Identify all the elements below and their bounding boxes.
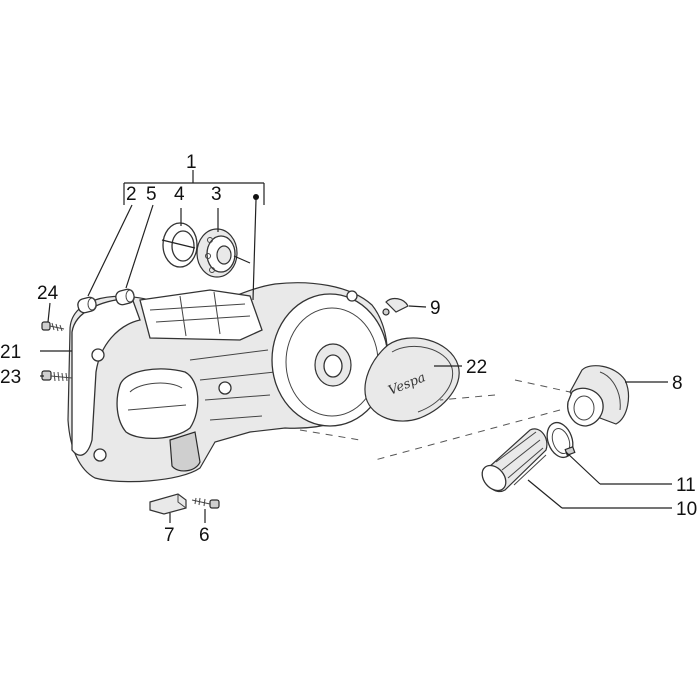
seal-ring-part-4: [162, 222, 198, 268]
screw-part-23: [41, 370, 73, 382]
hose-clamp-part-11: [546, 421, 576, 459]
callout-24: 24: [37, 283, 59, 304]
bushing-part-2: [77, 296, 97, 314]
callout-7: 7: [164, 525, 175, 546]
callout-1: 1: [186, 152, 197, 173]
callout-11: 11: [676, 475, 696, 496]
bellows-hose-part-10: [481, 428, 548, 493]
callout-labels: 1 2 5 4 3 24 21 23 9 22 8 11 10 7 6: [0, 152, 697, 546]
assembly-1-bracket: [123, 170, 265, 205]
callout-4: 4: [174, 184, 185, 205]
clip-part-9: [382, 297, 409, 316]
assembly-bullet-dot: [253, 194, 259, 200]
bracket-part-7: [149, 493, 187, 515]
callout-23: 23: [0, 367, 21, 388]
transmission-cover: [67, 282, 389, 483]
callout-10: 10: [676, 499, 697, 520]
screw-part-24: [41, 321, 65, 332]
callout-2: 2: [126, 184, 137, 205]
air-duct-part-8: [567, 365, 629, 427]
callout-5: 5: [146, 184, 157, 205]
callout-3: 3: [211, 184, 222, 205]
callout-9: 9: [430, 298, 441, 319]
callout-21: 21: [0, 342, 21, 363]
callout-22: 22: [466, 357, 487, 378]
leader-lines: [40, 199, 672, 523]
screw-part-6: [191, 497, 220, 509]
bearing-part-3: [196, 228, 238, 278]
callout-8: 8: [672, 373, 683, 394]
assembly-guides: [299, 379, 571, 461]
cover-plate-part-22: Vespa: [364, 337, 460, 422]
callout-6: 6: [199, 525, 210, 546]
bushing-part-5: [115, 288, 135, 306]
